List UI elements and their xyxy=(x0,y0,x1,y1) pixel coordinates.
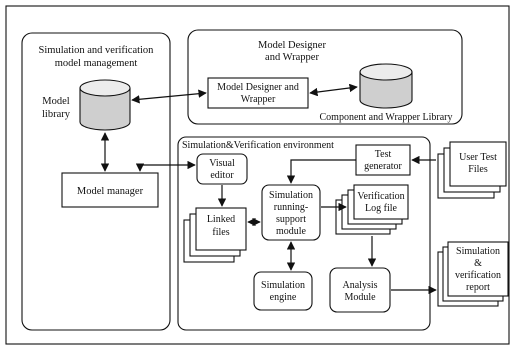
simulation-support-box xyxy=(261,184,321,241)
test-generator-label-line2: generator xyxy=(364,161,402,172)
component-library-label: Component and Wrapper Library xyxy=(320,112,453,123)
verification-log-stack xyxy=(335,184,409,235)
linked-files-label-line2: files xyxy=(212,227,229,238)
user-test-files-stack xyxy=(437,141,507,199)
report-label-line1: Simulation xyxy=(456,246,500,257)
connector-arrows xyxy=(100,83,437,295)
test-generator-label-line1: Test xyxy=(375,149,392,160)
verification-log-label-line1: Verification xyxy=(357,191,404,202)
visual-editor-label-line2: editor xyxy=(210,170,234,181)
model-library-label-line2: library xyxy=(42,109,71,120)
simulation-engine-label-line2: engine xyxy=(270,292,297,303)
user-test-files-label-line2: Files xyxy=(468,164,488,175)
model-library-label-line1: Model xyxy=(42,96,69,107)
component-library-cylinder xyxy=(359,63,413,109)
linked-files-label-line1: Linked xyxy=(207,214,235,225)
model-designer-wrapper-label-line2: Wrapper xyxy=(241,94,276,105)
model-designer-wrapper-label-line1: Model Designer and xyxy=(217,82,299,93)
visual-editor-box xyxy=(196,153,248,185)
simulation-support-label-line3: support xyxy=(276,214,306,225)
report-label-line4: report xyxy=(466,282,490,293)
simulation-engine-box xyxy=(253,271,313,311)
simulation-support-label-line4: module xyxy=(276,226,307,237)
management-title-line2: model management xyxy=(55,58,138,69)
environment-title: Simulation&Verification environment xyxy=(182,140,334,151)
simulation-support-label-line2: running- xyxy=(274,202,308,213)
model-manager-box xyxy=(61,172,159,208)
model-designer-wrapper-box xyxy=(207,77,309,109)
analysis-module-label-line2: Module xyxy=(344,292,376,303)
linked-files-stack xyxy=(183,207,247,263)
model-library-cylinder xyxy=(79,79,131,131)
analysis-module-box xyxy=(329,267,391,313)
designer-title-line2: and Wrapper xyxy=(265,52,319,63)
verification-log-label-line2: Log file xyxy=(365,203,397,214)
user-test-files-label-line1: User Test xyxy=(459,152,497,163)
outer-frame xyxy=(5,5,510,345)
analysis-module-label-line1: Analysis xyxy=(343,280,378,291)
model-manager-label: Model manager xyxy=(77,186,144,197)
visual-editor-label-line1: Visual xyxy=(209,158,235,169)
designer-title-line1: Model Designer xyxy=(258,40,326,51)
report-label-line3: verification xyxy=(455,270,501,281)
report-stack xyxy=(437,241,509,307)
management-title-line1: Simulation and verification xyxy=(39,45,155,56)
simulation-engine-label-line1: Simulation xyxy=(261,280,305,291)
report-label-line2: & xyxy=(474,258,482,269)
simulation-support-label-line1: Simulation xyxy=(269,190,313,201)
